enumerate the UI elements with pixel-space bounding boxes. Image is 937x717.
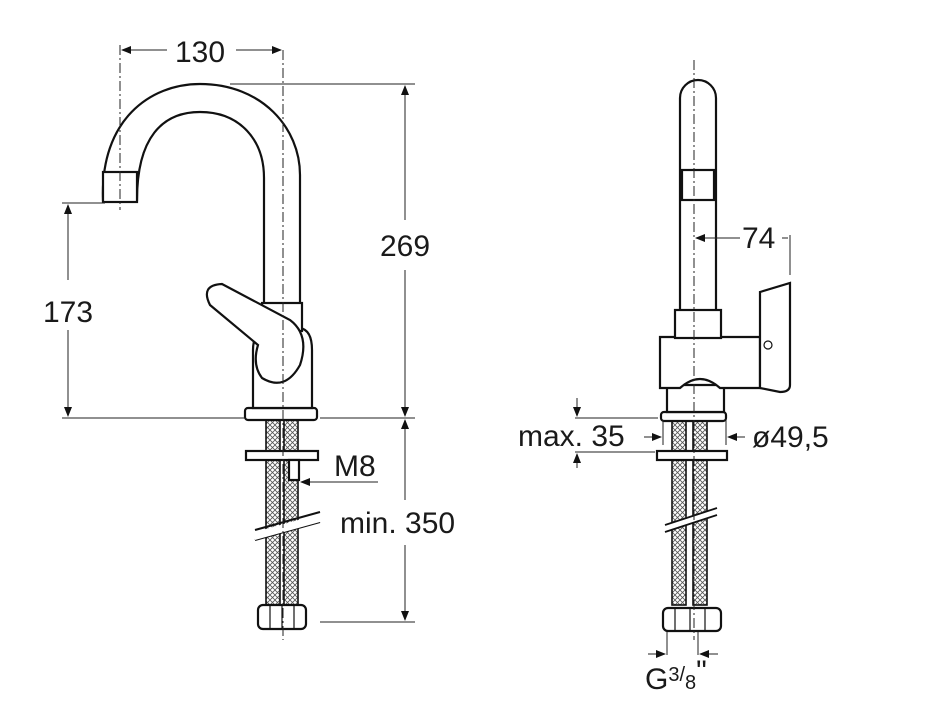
dim-connection: G3/8" <box>645 655 707 696</box>
dim-total-height: 269 <box>380 230 430 263</box>
dim-handle-depth: 74 <box>742 222 775 255</box>
hose-nut <box>661 606 723 633</box>
spout-collar <box>673 308 723 340</box>
dim-base-diameter: ø49,5 <box>752 421 829 454</box>
lever-handle-side <box>758 281 792 394</box>
spout-side <box>678 78 718 340</box>
dim-spout-height: 173 <box>43 296 93 329</box>
lever-handle <box>205 282 305 384</box>
hose-left <box>671 419 687 606</box>
dim-hose-length: min. 350 <box>340 507 455 540</box>
spout-tip-side <box>680 168 716 202</box>
faucet-body <box>658 335 762 390</box>
hose-left <box>265 419 281 606</box>
hose-right <box>283 419 299 606</box>
dim-thread: M8 <box>334 450 376 483</box>
front-view: 130 269 173 M8 min. 350 <box>43 36 455 640</box>
side-view: 74 max. 35 ø49,5 G3/8" <box>518 60 829 696</box>
spout <box>101 82 302 307</box>
dim-max-thickness: max. 35 <box>518 420 625 453</box>
washer <box>655 449 729 462</box>
washer <box>244 449 320 462</box>
threaded-rod <box>287 458 301 482</box>
base-plate <box>243 406 319 422</box>
dim-spout-reach: 130 <box>175 36 225 69</box>
